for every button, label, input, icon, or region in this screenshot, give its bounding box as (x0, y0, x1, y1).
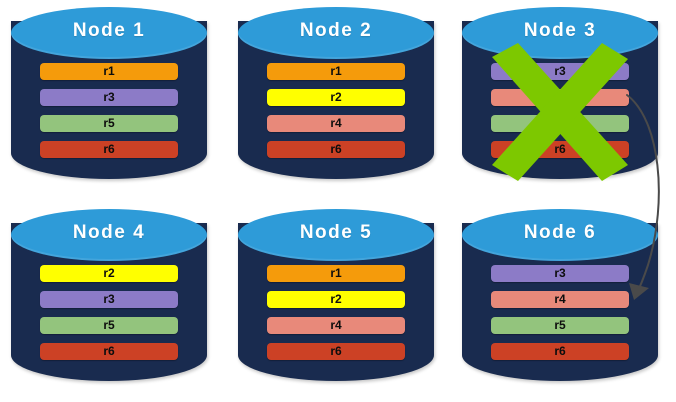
cylinder-top (238, 7, 434, 59)
record-list: r1 r3 r5 r6 (40, 63, 178, 158)
record-bar[interactable]: r5 (491, 115, 629, 132)
record-bar[interactable]: r4 (267, 317, 405, 334)
record-bar[interactable]: r2 (40, 265, 178, 282)
record-bar[interactable]: r5 (40, 317, 178, 334)
record-list: r1 r2 r4 r6 (267, 265, 405, 360)
record-list: r2 r3 r5 r6 (40, 265, 178, 360)
cylinder-top (11, 209, 207, 261)
record-list: r3 r4 r5 r6 (491, 63, 629, 158)
record-bar[interactable]: r1 (40, 63, 178, 80)
record-bar[interactable]: r6 (491, 141, 629, 158)
node-6[interactable]: Node 6 r3 r4 r5 r6 (462, 207, 658, 397)
record-bar[interactable]: r6 (40, 141, 178, 158)
record-bar[interactable]: r3 (491, 63, 629, 80)
record-bar[interactable]: r6 (40, 343, 178, 360)
record-bar[interactable]: r1 (267, 63, 405, 80)
record-bar[interactable]: r5 (491, 317, 629, 334)
record-bar[interactable]: r5 (40, 115, 178, 132)
record-bar[interactable]: r4 (267, 115, 405, 132)
record-bar[interactable]: r3 (40, 291, 178, 308)
cylinder-top (11, 7, 207, 59)
node-1[interactable]: Node 1 r1 r3 r5 r6 (11, 5, 207, 195)
cylinder-top (238, 209, 434, 261)
node-3[interactable]: Node 3 r3 r4 r5 r6 (462, 5, 658, 195)
node-5[interactable]: Node 5 r1 r2 r4 r6 (238, 207, 434, 397)
record-bar[interactable]: r4 (491, 291, 629, 308)
record-bar[interactable]: r6 (491, 343, 629, 360)
record-list: r1 r2 r4 r6 (267, 63, 405, 158)
record-bar[interactable]: r3 (40, 89, 178, 106)
node-2[interactable]: Node 2 r1 r2 r4 r6 (238, 5, 434, 195)
record-bar[interactable]: r6 (267, 343, 405, 360)
record-bar[interactable]: r1 (267, 265, 405, 282)
record-bar[interactable]: r6 (267, 141, 405, 158)
record-bar[interactable]: r3 (491, 265, 629, 282)
record-bar[interactable]: r2 (267, 89, 405, 106)
cylinder-top (462, 7, 658, 59)
record-bar[interactable]: r2 (267, 291, 405, 308)
record-bar[interactable]: r4 (491, 89, 629, 106)
node-4[interactable]: Node 4 r2 r3 r5 r6 (11, 207, 207, 397)
record-list: r3 r4 r5 r6 (491, 265, 629, 360)
cylinder-top (462, 209, 658, 261)
